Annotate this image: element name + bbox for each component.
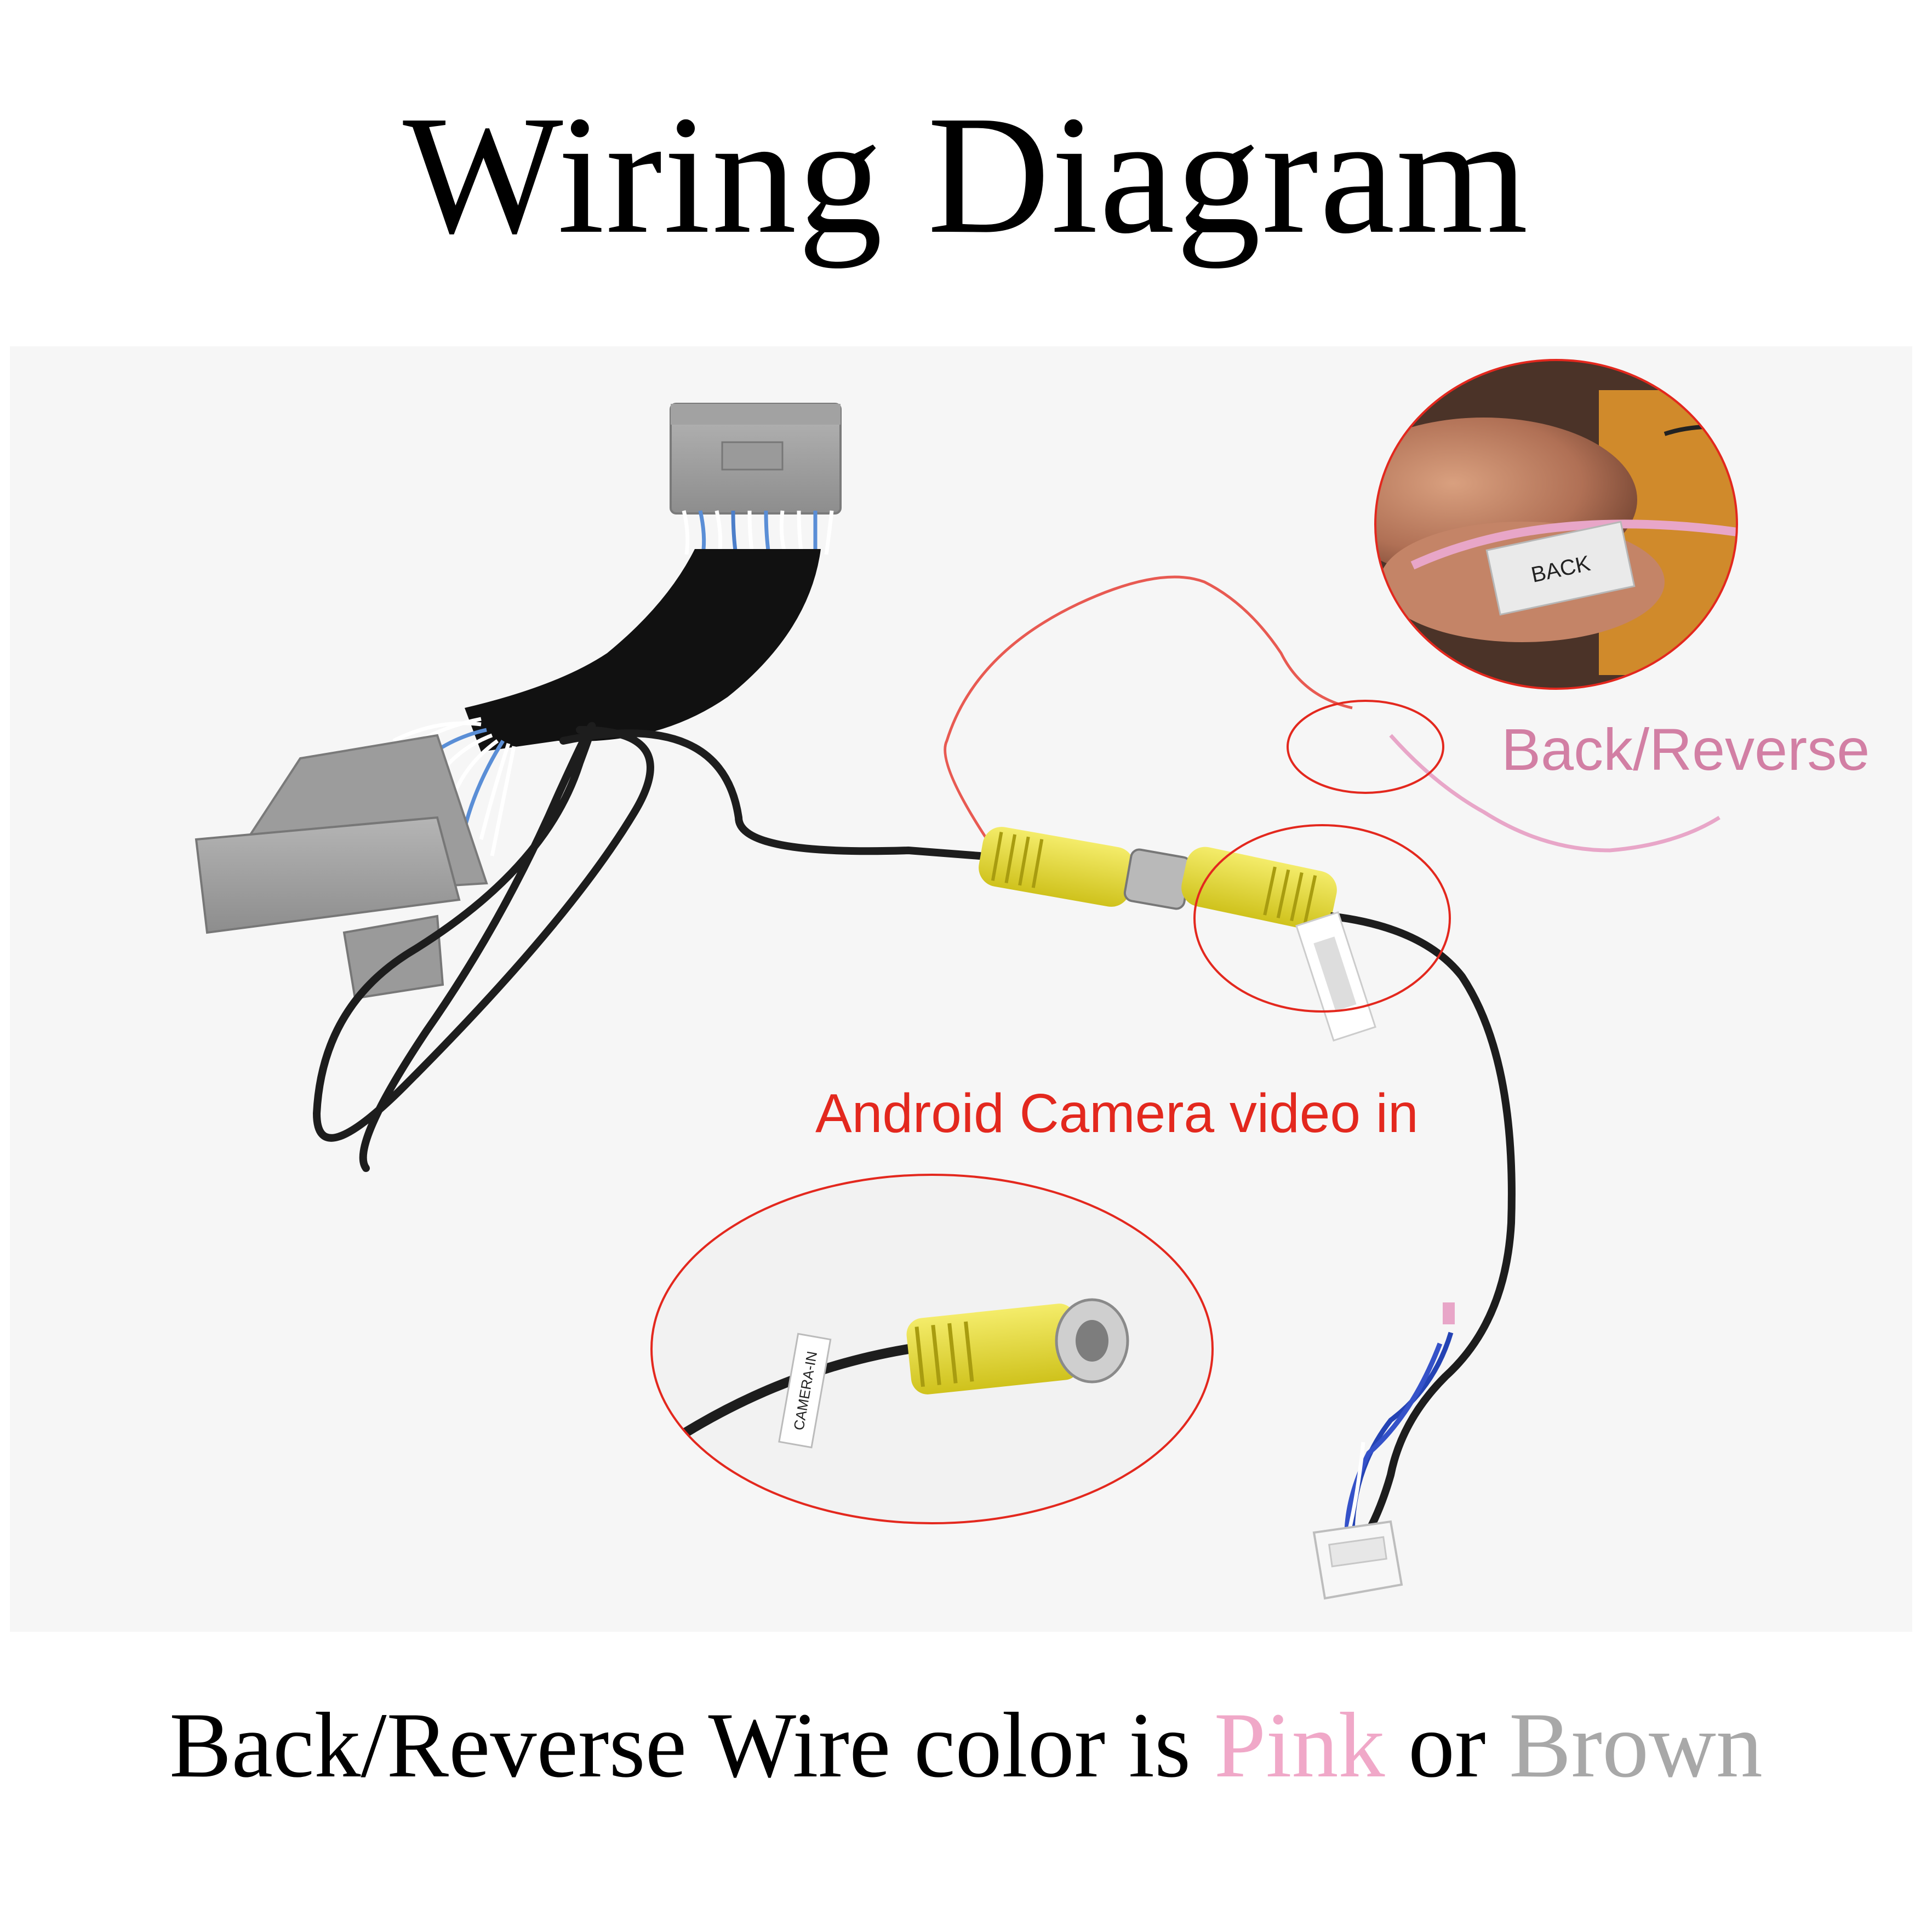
rca-metal-sleeve bbox=[1123, 848, 1192, 910]
pink-wire-tip bbox=[1443, 1302, 1455, 1324]
back-reverse-label: Back/Reverse bbox=[1501, 716, 1870, 782]
back-wire-highlight-circle bbox=[1287, 700, 1444, 794]
top-grey-connector bbox=[670, 403, 842, 515]
white-plug-connector bbox=[1312, 1520, 1403, 1600]
yellow-rca-jack bbox=[1181, 847, 1337, 931]
harness-photo: BACK CAMERA-IN bbox=[10, 346, 1912, 1632]
camera-label-sticker: CAMERA-IN bbox=[778, 1333, 832, 1449]
black-fabric-loom bbox=[465, 549, 821, 752]
camera-jack-highlight-circle bbox=[1193, 824, 1451, 1013]
footer-text-part1: Back/Reverse Wire color is bbox=[169, 1694, 1214, 1797]
footer-brown-word: Brown bbox=[1509, 1694, 1763, 1797]
yellow-rca-plug bbox=[979, 827, 1134, 907]
camera-video-in-label: Android Camera video in bbox=[815, 1083, 1419, 1144]
back-wire-inset: BACK bbox=[1374, 359, 1738, 690]
footer-caption: Back/Reverse Wire color is Pink or Brown bbox=[0, 1690, 1932, 1800]
pink-wire bbox=[1389, 734, 1720, 853]
camera-cable bbox=[1330, 912, 1516, 1543]
cable-label-tag bbox=[1295, 911, 1376, 1042]
harness-illustration: BACK CAMERA-IN bbox=[195, 359, 1738, 1600]
black-cable bbox=[312, 722, 984, 1172]
footer-text-part2: or bbox=[1385, 1694, 1510, 1797]
camera-in-inset: CAMERA-IN bbox=[650, 1174, 1214, 1524]
page-title: Wiring Diagram bbox=[403, 81, 1529, 269]
bottom-grey-connector bbox=[195, 734, 488, 1000]
footer-pink-word: Pink bbox=[1214, 1694, 1385, 1797]
red-wire bbox=[944, 575, 1353, 846]
back-label-sticker: BACK bbox=[1485, 521, 1636, 616]
top-connector-wires bbox=[682, 510, 834, 555]
